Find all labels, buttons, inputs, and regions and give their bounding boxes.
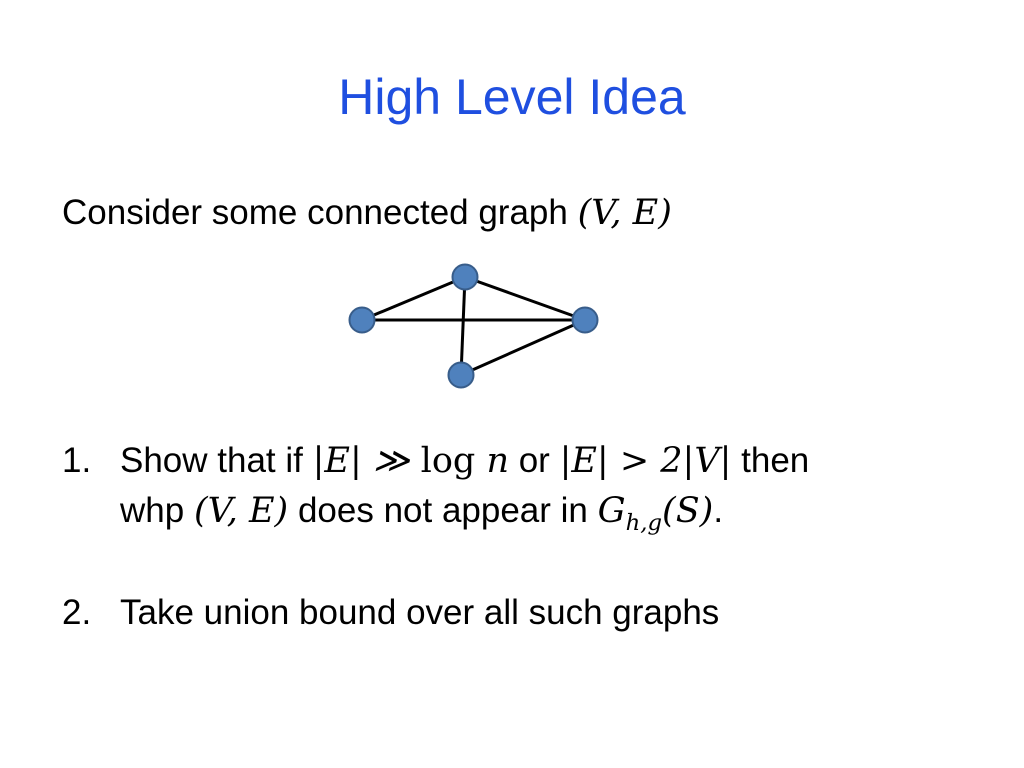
text-fragment: does not appear in bbox=[288, 491, 598, 530]
math-fragment-log: log bbox=[420, 441, 476, 481]
text-fragment: or bbox=[508, 441, 560, 480]
math-fragment: (V, E) bbox=[193, 491, 289, 531]
math-fragment: |E| > 2|V| bbox=[559, 441, 732, 481]
slide-title: High Level Idea bbox=[338, 69, 686, 125]
math-fragment: n bbox=[475, 441, 509, 481]
edge-left-top bbox=[361, 275, 466, 322]
edge-bottom-right bbox=[460, 318, 586, 377]
list-item-line-1: Take union bound over all such graphs bbox=[120, 593, 720, 632]
edge-top-bottom bbox=[459, 276, 467, 376]
list-item-number: 2. bbox=[62, 593, 92, 632]
list-item-number: 1. bbox=[62, 441, 92, 480]
list-item-line-1: Show that if |E| ≫ log n or |E| > 2|V| t… bbox=[120, 436, 962, 486]
text-fragment: . bbox=[713, 491, 724, 530]
math-fragment: G bbox=[597, 491, 626, 531]
math-fragment: (S) bbox=[662, 491, 714, 531]
edge-top-right bbox=[464, 275, 586, 322]
text-fragment: then bbox=[731, 441, 810, 480]
intro-math: (V, E) bbox=[577, 193, 672, 233]
graph-node-right bbox=[571, 306, 599, 334]
graph-nodes bbox=[348, 263, 599, 389]
graph-diagram bbox=[348, 263, 599, 389]
graph-edges bbox=[361, 275, 586, 377]
math-fragment: |E| ≫ bbox=[312, 441, 421, 481]
graph-node-top bbox=[451, 263, 479, 291]
text-fragment: whp bbox=[120, 491, 194, 530]
math-subscript: h,g bbox=[625, 510, 663, 536]
text-fragment: Show that if bbox=[120, 441, 313, 480]
numbered-list: 1. Show that if |E| ≫ log n or |E| > 2|V… bbox=[62, 436, 962, 638]
graph-node-left bbox=[348, 306, 376, 334]
list-item-line-2: whp (V, E) does not appear in Gh,g(S). bbox=[120, 486, 962, 536]
intro-text: Consider some connected graph bbox=[62, 193, 578, 232]
list-item: 1. Show that if |E| ≫ log n or |E| > 2|V… bbox=[62, 436, 962, 536]
graph-node-bottom bbox=[447, 361, 475, 389]
intro-line: Consider some connected graph (V, E) bbox=[62, 188, 672, 238]
list-item: 2. Take union bound over all such graphs bbox=[62, 588, 962, 638]
